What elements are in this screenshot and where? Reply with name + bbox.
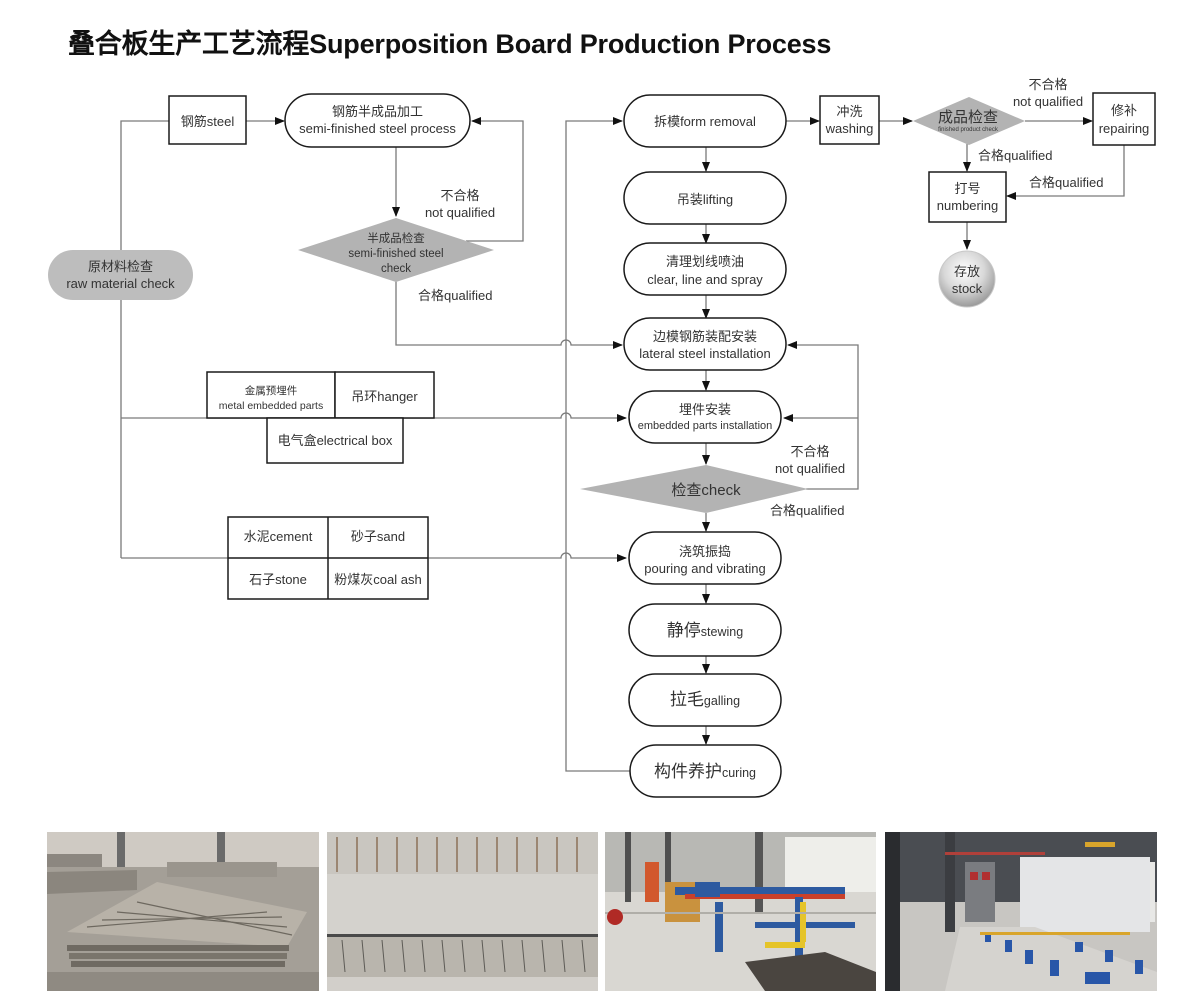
svg-text:lateral steel installation: lateral steel installation: [639, 346, 771, 361]
raw-check-en: raw material check: [66, 276, 175, 291]
label-check-qualified: 合格qualified: [770, 503, 844, 518]
node-lifting: 吊装lifting: [623, 171, 787, 225]
photo-rebar-machinery: [605, 832, 876, 991]
svg-text:金属预埋件: 金属预埋件: [245, 384, 298, 397]
svg-text:电气盒electrical box: 电气盒electrical box: [278, 433, 393, 448]
node-repairing: 修补 repairing: [1092, 92, 1156, 146]
label-check-not-qualified-en: not qualified: [775, 461, 845, 476]
svg-text:finished product check: finished product check: [938, 127, 999, 133]
node-washing: 冲洗 washing: [819, 95, 880, 145]
svg-text:存放: 存放: [954, 264, 980, 279]
node-metal-embedded-parts: 金属预埋件 metal embedded parts: [206, 371, 336, 419]
raw-check-cn: 原材料检查: [88, 259, 153, 274]
svg-text:embedded parts installation: embedded parts installation: [638, 420, 773, 432]
material-sand: 砂子sand: [351, 529, 405, 544]
label-product-not-qualified-cn: 不合格: [1028, 77, 1067, 92]
node-form-removal: 拆模form removal: [623, 94, 787, 148]
svg-text:半成品检查: 半成品检查: [367, 231, 425, 245]
svg-text:washing: washing: [825, 121, 874, 136]
svg-text:修补: 修补: [1111, 103, 1137, 118]
connector-check-fail: [787, 341, 859, 490]
stewing-en: stewing: [701, 625, 743, 639]
connector-repair-to-numbering: [1006, 145, 1125, 200]
connector-raw-to-steel: [120, 120, 169, 250]
photo-slab-rebar: [327, 832, 598, 991]
svg-text:pouring and vibrating: pouring and vibrating: [644, 561, 765, 576]
page-title: 叠合板生产工艺流程Superposition Board Production …: [68, 29, 832, 59]
material-cement: 水泥cement: [244, 529, 313, 544]
svg-text:semi-finished steel process: semi-finished steel process: [299, 121, 456, 136]
label-repair-qualified: 合格qualified: [1029, 175, 1103, 190]
svg-text:埋件安装: 埋件安装: [679, 402, 731, 417]
galling-cn: 拉毛: [670, 690, 704, 709]
node-semi-finished-process: 钢筋半成品加工 semi-finished steel process: [284, 93, 471, 148]
flowchart: 原材料检查 raw material check 钢筋steel 钢筋半成品加工…: [48, 77, 1156, 798]
node-stewing: 静停stewing: [628, 603, 782, 657]
svg-text:numbering: numbering: [937, 198, 998, 213]
material-coal-ash: 粉煤灰coal ash: [334, 572, 421, 587]
label-semi-qualified: 合格qualified: [418, 288, 492, 303]
svg-text:成品检查: 成品检查: [938, 109, 998, 126]
curing-cn: 构件养护: [654, 762, 722, 781]
galling-en: galling: [704, 694, 740, 708]
svg-text:clear, line and spray: clear, line and spray: [647, 272, 763, 287]
svg-text:check: check: [381, 263, 411, 275]
svg-text:钢筋steel: 钢筋steel: [181, 114, 235, 129]
svg-text:semi-finished steel: semi-finished steel: [348, 248, 443, 260]
svg-text:静停stewing: 静停stewing: [667, 621, 743, 640]
node-numbering: 打号 numbering: [928, 171, 1007, 223]
label-check-not-qualified-cn: 不合格: [790, 444, 829, 459]
node-finished-product-check: 成品检查 finished product check: [913, 97, 1025, 145]
stewing-cn: 静停: [667, 621, 701, 640]
label-semi-not-qualified-cn: 不合格: [440, 188, 479, 203]
label-product-qualified: 合格qualified: [978, 148, 1052, 163]
label-product-not-qualified-en: not qualified: [1013, 94, 1083, 109]
material-stone: 石子stone: [249, 572, 307, 587]
svg-text:钢筋半成品加工: 钢筋半成品加工: [332, 104, 423, 119]
svg-text:边模钢筋装配安装: 边模钢筋装配安装: [653, 329, 757, 344]
node-steel: 钢筋steel: [168, 95, 247, 145]
photo-strip: [47, 832, 1157, 992]
photo-production-line: [885, 832, 1157, 991]
curing-en: curing: [722, 766, 756, 780]
node-stock: 存放 stock: [938, 250, 996, 308]
svg-text:浇筑振捣: 浇筑振捣: [679, 544, 731, 559]
svg-text:检查check: 检查check: [671, 482, 741, 499]
svg-text:吊装lifting: 吊装lifting: [677, 192, 733, 207]
connector-curing-to-form: [565, 117, 630, 772]
node-embedded-parts-installation: 埋件安装 embedded parts installation: [628, 390, 782, 444]
svg-text:拉毛galling: 拉毛galling: [670, 690, 740, 709]
node-curing: 构件养护curing: [629, 744, 782, 798]
svg-text:清理划线喷油: 清理划线喷油: [666, 254, 744, 269]
photo-stacked-slabs: [47, 832, 319, 991]
svg-text:打号: 打号: [954, 181, 980, 196]
node-concrete-materials: 水泥cement 砂子sand 石子stone 粉煤灰coal ash: [227, 516, 429, 600]
svg-text:冲洗: 冲洗: [836, 104, 862, 119]
node-galling: 拉毛galling: [628, 673, 782, 727]
connector-semi-check-fail: [466, 117, 524, 242]
connector-semi-check-pass: [395, 281, 623, 349]
node-check: 检查check: [580, 465, 808, 513]
node-raw-material-check: 原材料检查 raw material check: [48, 250, 193, 300]
node-pouring-vibrating: 浇筑振捣 pouring and vibrating: [628, 531, 782, 585]
node-electrical-box: 电气盒electrical box: [266, 417, 404, 464]
svg-text:吊环hanger: 吊环hanger: [351, 389, 418, 404]
svg-text:repairing: repairing: [1099, 121, 1150, 136]
node-lateral-steel-installation: 边模钢筋装配安装 lateral steel installation: [623, 317, 787, 371]
svg-text:构件养护curing: 构件养护curing: [654, 762, 756, 781]
node-semi-finished-check: 半成品检查 semi-finished steel check: [298, 218, 494, 282]
node-hanger: 吊环hanger: [334, 371, 435, 419]
label-semi-not-qualified-en: not qualified: [425, 205, 495, 220]
svg-text:metal embedded parts: metal embedded parts: [219, 400, 323, 412]
svg-text:stock: stock: [952, 281, 983, 296]
svg-text:拆模form removal: 拆模form removal: [654, 114, 756, 129]
node-clear-line-spray: 清理划线喷油 clear, line and spray: [623, 242, 787, 296]
